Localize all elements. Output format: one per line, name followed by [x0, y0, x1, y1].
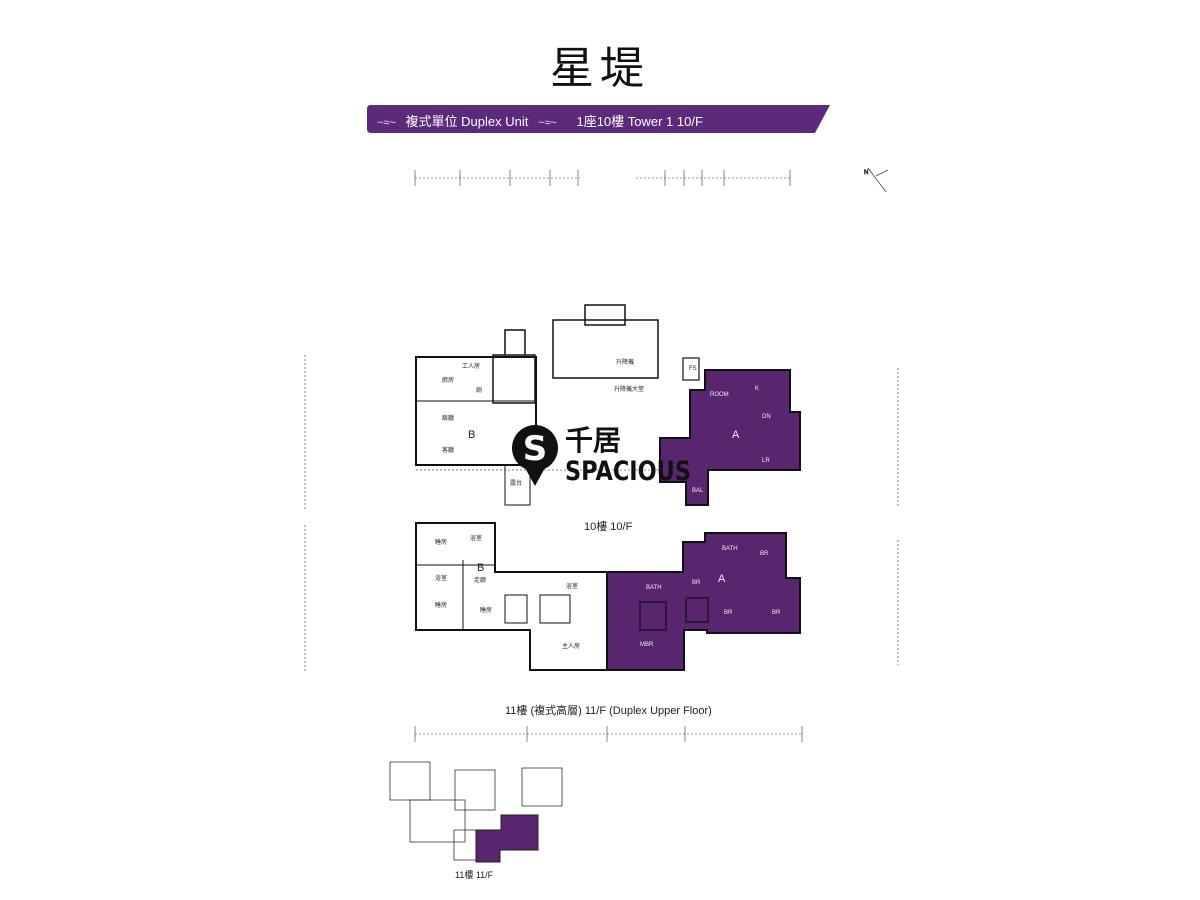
svg-text:N: N — [864, 170, 868, 176]
unit-location: 1座10樓 Tower 1 10/F — [576, 114, 703, 129]
ornament-icon: ~≈~ — [377, 117, 396, 129]
floor-10-plan — [415, 304, 800, 506]
room-label: 工人房 — [462, 362, 480, 370]
svg-text:SPACIOUS: SPACIOUS — [565, 456, 691, 487]
ornament-icon: ~≈~ — [537, 117, 557, 129]
room-label: MBR — [640, 642, 654, 648]
dimension-lines — [304, 170, 899, 742]
page-title: 星堤 — [550, 43, 650, 94]
svg-text:S: S — [523, 429, 548, 469]
room-label: 浴室 — [470, 534, 482, 542]
north-arrow-icon: N — [864, 167, 889, 193]
banner-shape — [367, 105, 830, 133]
room-label: 浴室 — [435, 574, 447, 582]
room-label: BR — [760, 551, 769, 557]
key-plan-unit-highlight — [475, 814, 539, 863]
room-label: BR — [772, 610, 781, 616]
unit-label-a: A — [732, 429, 740, 441]
floor-11-caption: 11樓 (複式高層) 11/F (Duplex Upper Floor) — [505, 705, 712, 717]
room-label: 主人房 — [562, 642, 580, 650]
room-label: ROOM — [710, 392, 729, 398]
room-label: BAL — [692, 488, 704, 494]
room-label: 睡房 — [435, 601, 447, 609]
room-label: BR — [724, 610, 733, 616]
unit-label-b: B — [477, 562, 484, 574]
room-label: LR — [762, 458, 770, 464]
room-label: 露台 — [510, 479, 522, 487]
room-label: 飯廳 — [442, 414, 454, 422]
watermark-logo: S 千居 SPACIOUS — [510, 418, 695, 488]
room-label: DN — [762, 414, 771, 420]
room-label: 廁 — [476, 386, 482, 394]
floor-11-unit-a — [606, 532, 801, 671]
room-label: 浴室 — [566, 582, 578, 590]
room-label: 睡房 — [435, 538, 447, 546]
unit-label-a: A — [718, 573, 726, 585]
floor-10-caption: 10樓 10/F — [584, 521, 633, 533]
room-label: BATH — [646, 585, 662, 591]
room-label: 廚房 — [442, 376, 454, 384]
room-label: BATH — [722, 546, 738, 552]
room-label: K — [755, 386, 759, 392]
key-plan-caption: 11樓 11/F — [455, 870, 494, 880]
unit-label-b: B — [468, 429, 475, 441]
room-label: 走廊 — [474, 576, 486, 584]
svg-text:千居: 千居 — [565, 424, 621, 457]
room-label: 升降機 — [616, 358, 634, 366]
room-label: 升降機大堂 — [614, 385, 644, 393]
room-label: 睡房 — [480, 606, 492, 614]
unit-banner: ~≈~ 複式單位 Duplex Unit ~≈~ 1座10樓 Tower 1 1… — [367, 105, 830, 133]
room-label: FS — [689, 366, 697, 372]
room-label: BR — [692, 580, 701, 586]
unit-type: 複式單位 Duplex Unit — [405, 114, 529, 129]
room-label: 客廳 — [442, 446, 454, 454]
floor-10-unit-a — [659, 369, 801, 506]
